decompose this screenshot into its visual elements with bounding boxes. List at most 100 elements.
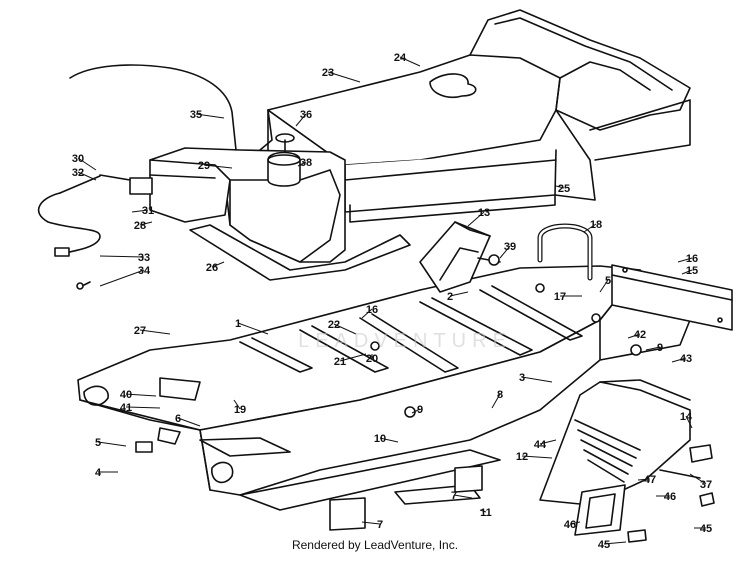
callout-number: 13 — [478, 207, 490, 219]
callout-number: 29 — [198, 160, 210, 172]
leader-line — [77, 157, 97, 171]
leader-line — [583, 223, 597, 233]
leader-line — [499, 245, 511, 259]
callout-number: 46 — [664, 491, 676, 503]
leader-line — [491, 393, 501, 409]
leader-line — [233, 399, 241, 410]
callout-number: 44 — [534, 439, 547, 451]
callout-layer: 1234556778991011121314151616171819202122… — [72, 52, 712, 551]
leader-line — [211, 261, 225, 268]
callout-number: 47 — [644, 474, 656, 486]
leader-line — [521, 376, 553, 383]
hardware — [135, 313, 642, 531]
callout-number: 36 — [300, 109, 312, 121]
callout-number: 4 — [95, 467, 102, 479]
callout-number: 6 — [175, 413, 181, 425]
callout-number: 16 — [366, 304, 378, 316]
callout-number: 38 — [300, 157, 312, 169]
leader-line — [139, 329, 171, 335]
leader-line — [479, 509, 487, 513]
callout-number: 35 — [190, 109, 202, 121]
callout-number: 16 — [686, 253, 698, 265]
callout-number: 45 — [700, 523, 712, 535]
leader-line — [677, 257, 693, 263]
callout-number: 5 — [605, 275, 611, 287]
seat — [267, 9, 691, 223]
leader-line — [177, 417, 201, 427]
callout-number: 45 — [598, 539, 610, 551]
callout-number: 42 — [634, 329, 646, 341]
leader-line — [521, 455, 553, 459]
leader-line — [569, 521, 581, 525]
leader-line — [671, 357, 687, 363]
leader-line — [139, 221, 153, 226]
leader-line — [449, 291, 469, 297]
leader-line — [203, 164, 233, 169]
leader-line — [131, 209, 149, 213]
leader-line — [99, 269, 145, 287]
callout-number: 22 — [328, 319, 340, 331]
callout-number: 7 — [377, 519, 383, 531]
leader-line — [411, 408, 421, 414]
leader-line — [361, 308, 373, 319]
leader-line — [685, 415, 693, 429]
callout-number: 1 — [235, 318, 241, 330]
callout-number: 34 — [138, 265, 151, 277]
callout-number: 41 — [120, 402, 132, 414]
leader-line — [339, 353, 367, 362]
callout-number: 7 — [451, 490, 457, 502]
leader-line — [603, 541, 627, 545]
callout-number: 8 — [497, 389, 503, 401]
leader-line — [555, 185, 565, 189]
leader-line — [333, 323, 357, 335]
throttle-cable — [37, 64, 237, 290]
callout-number: 15 — [686, 265, 698, 277]
callout-number: 2 — [447, 291, 453, 303]
leader-line — [97, 441, 127, 447]
callout-number: 28 — [134, 220, 146, 232]
leader-line — [399, 56, 421, 67]
callout-number: 19 — [234, 404, 246, 416]
leader-line — [125, 393, 157, 397]
callout-number: 20 — [366, 353, 378, 365]
callout-number: 23 — [322, 67, 334, 79]
leader-line — [627, 333, 641, 339]
leader-line — [327, 71, 361, 83]
watermark: LEADVENTURE — [298, 330, 512, 352]
callout-number: 27 — [134, 325, 146, 337]
leader-line — [645, 346, 661, 351]
callout-number: 3 — [519, 372, 525, 384]
callout-number: 46 — [564, 519, 576, 531]
callout-number: 18 — [590, 219, 602, 231]
callout-number: 17 — [554, 291, 566, 303]
callout-number: 39 — [504, 241, 516, 253]
side-panel — [539, 379, 715, 543]
leader-line — [77, 171, 97, 181]
leader-line — [361, 521, 381, 525]
callout-number: 9 — [657, 342, 663, 354]
callout-number: 12 — [516, 451, 528, 463]
leader-line — [599, 279, 609, 293]
leader-line — [99, 255, 145, 258]
leader-line — [681, 269, 693, 275]
callout-number: 37 — [700, 479, 712, 491]
callout-number: 24 — [394, 52, 407, 64]
callout-number: 26 — [206, 262, 218, 274]
rear-bracket — [611, 264, 733, 331]
leader-line — [297, 161, 307, 167]
leader-line — [689, 473, 707, 485]
leader-line — [637, 478, 651, 481]
callout-number: 33 — [138, 252, 150, 264]
leader-line — [467, 211, 485, 227]
leader-line — [295, 113, 307, 127]
leader-line — [195, 113, 225, 119]
leader-line — [539, 439, 557, 445]
leader-line — [379, 437, 399, 443]
callout-number: 30 — [72, 153, 84, 165]
leader-line — [125, 406, 161, 409]
callout-number: 21 — [334, 356, 346, 368]
steering-post — [419, 221, 593, 293]
callout-number: 31 — [142, 205, 154, 217]
